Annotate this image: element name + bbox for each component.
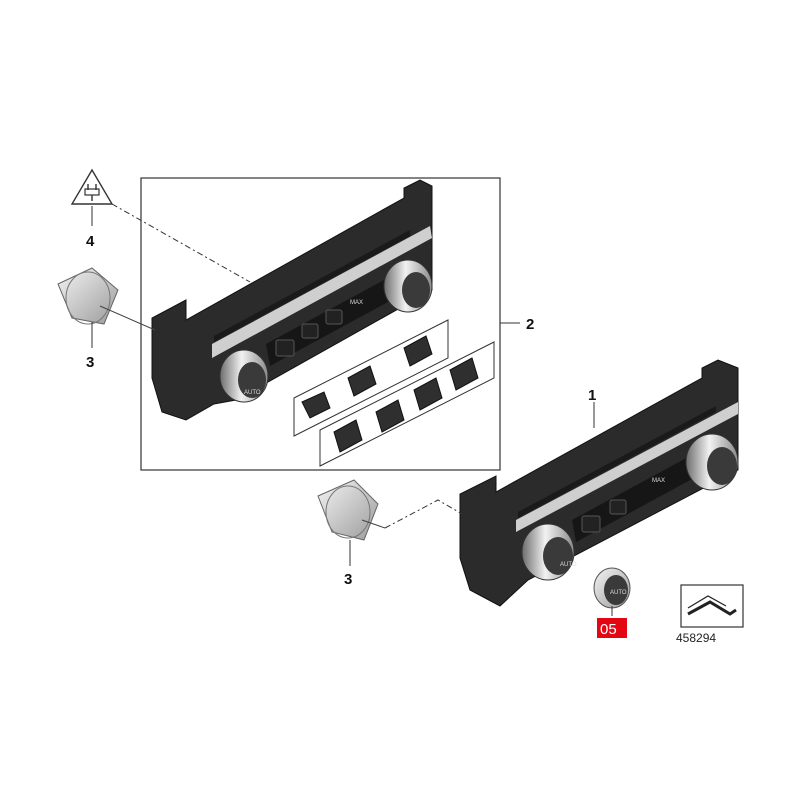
button-caps-group	[293, 319, 495, 467]
callout-4: 4	[86, 233, 95, 250]
callout-3-upper: 3	[86, 354, 94, 371]
svg-text:AUTO: AUTO	[244, 390, 261, 396]
svg-text:AUTO: AUTO	[560, 562, 577, 568]
control-panel-lower: MAX AUTO	[459, 359, 739, 607]
connector-plug-icon	[84, 184, 100, 201]
knob-ring-upper	[57, 267, 156, 331]
svg-text:AUTO: AUTO	[610, 590, 627, 596]
warning-triangle-icon	[70, 168, 114, 205]
lower-right-knob	[685, 433, 739, 491]
knob-ring-lower	[317, 479, 386, 541]
leader-lines	[91, 203, 613, 616]
reference-number: 458294	[676, 631, 716, 645]
callout-05: 05	[600, 621, 617, 638]
auto-button-part: AUTO	[593, 567, 631, 609]
lower-left-knob: AUTO	[521, 523, 577, 581]
callout-05-badge	[597, 618, 627, 638]
control-panel-upper: MAX AUTO	[151, 179, 433, 421]
upper-left-knob: AUTO	[219, 349, 269, 403]
direction-arrow-icon	[687, 595, 737, 616]
max-label-lower: MAX	[652, 478, 665, 484]
max-label-upper: MAX	[350, 300, 363, 306]
seat-heat-button-upper	[275, 339, 295, 357]
callout-2: 2	[526, 316, 534, 333]
callout-3-lower: 3	[344, 571, 352, 588]
upper-right-knob	[383, 259, 433, 313]
reference-box: 458294	[676, 584, 744, 645]
callout-1: 1	[588, 387, 596, 404]
